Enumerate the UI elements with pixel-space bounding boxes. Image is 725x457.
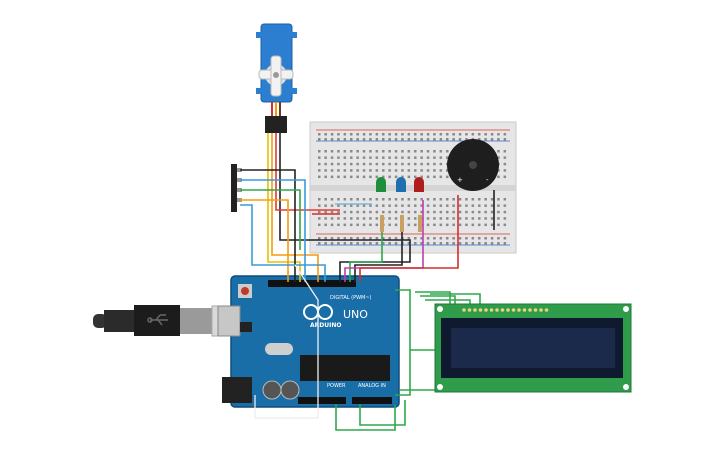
- servo-horn: [273, 72, 279, 78]
- buzzer-plus-label: +: [457, 176, 463, 184]
- lcd-pins: [462, 308, 549, 312]
- lcd-screen: [451, 328, 615, 368]
- digital-label: DIGITAL (PWM~): [330, 295, 372, 301]
- led-green[interactable]: [376, 177, 386, 192]
- led-array: [376, 177, 424, 232]
- power-header: [298, 397, 346, 404]
- wires: [240, 133, 495, 431]
- analog-label: ANALOG IN: [358, 383, 386, 389]
- led-blue[interactable]: [396, 177, 406, 192]
- arduino-uno-board[interactable]: ARDUINO UNO DIGITAL (PWM~) POWER ANALOG …: [217, 275, 400, 408]
- reset-button[interactable]: [241, 287, 249, 295]
- board-model-text: UNO: [343, 308, 368, 321]
- digital-header: [268, 280, 356, 287]
- sensor-module[interactable]: [231, 164, 242, 212]
- lcd-display[interactable]: [434, 303, 632, 393]
- arduino-logo-text: ARDUINO: [310, 322, 341, 329]
- servo-motor[interactable]: [256, 23, 297, 133]
- atmega-chip: [300, 355, 390, 381]
- led-red[interactable]: [414, 177, 424, 192]
- piezo-buzzer[interactable]: + -: [447, 139, 499, 191]
- power-label: POWER: [327, 383, 346, 389]
- analog-header: [352, 397, 392, 404]
- resistors: [380, 215, 422, 232]
- buzzer-minus-label: -: [486, 176, 489, 184]
- servo-connector: [265, 116, 287, 133]
